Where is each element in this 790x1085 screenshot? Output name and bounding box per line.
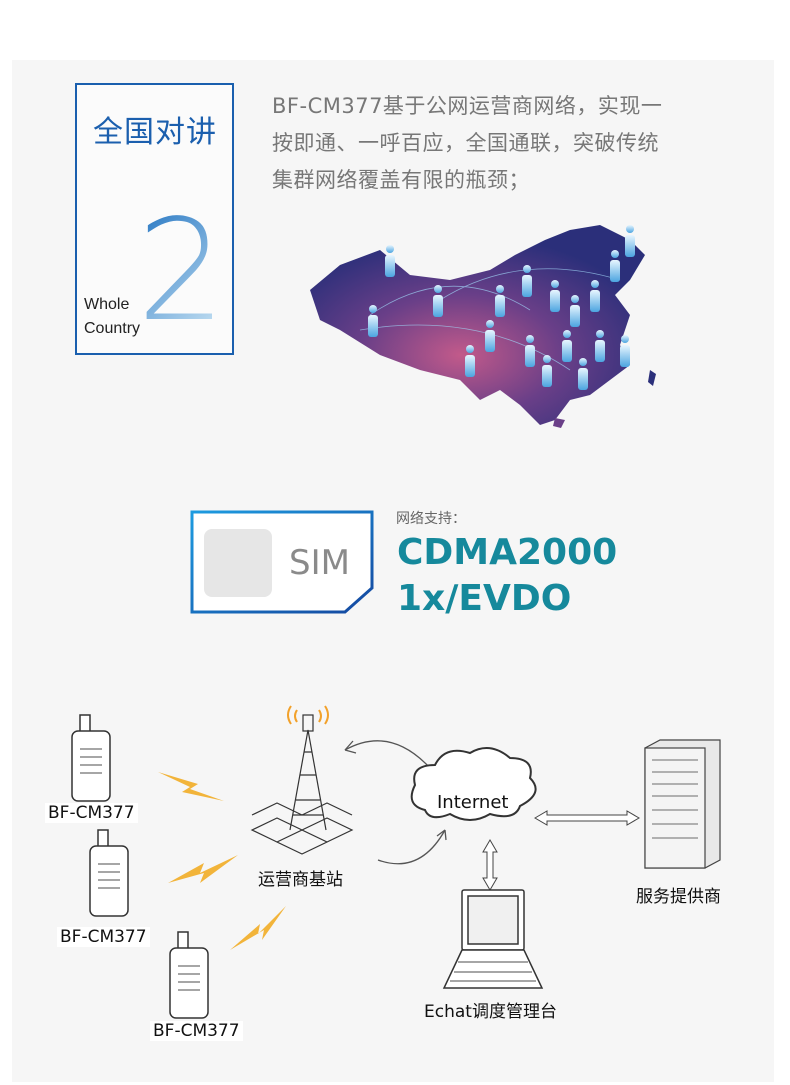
console-label: Echat调度管理台 xyxy=(424,1002,557,1022)
badge-english-line1: Whole xyxy=(84,296,130,313)
radio-label: BF-CM377 xyxy=(45,803,138,823)
network-line1: CDMA2000 xyxy=(397,532,618,573)
radio-icons xyxy=(71,714,209,1019)
laptop-icon xyxy=(442,889,544,989)
badge-english-line2: Country xyxy=(84,320,141,337)
network-support-label: 网络支持： xyxy=(396,511,466,527)
network-line2: 1x/EVDO xyxy=(397,578,572,619)
intro-line: BF-CM377基于公网运营商网络，实现一 xyxy=(272,94,663,118)
base-station-icon xyxy=(250,705,354,855)
sim-card-text: SIM xyxy=(289,543,350,583)
internet-label: Internet xyxy=(437,792,509,813)
internet-cloud-icon xyxy=(410,747,537,821)
feature-badge: 全国对讲 2 Whole Country xyxy=(75,83,234,355)
radio-label: BF-CM377 xyxy=(57,927,150,947)
intro-line: 按即通、一呼百应，全国通联，突破传统 xyxy=(272,131,659,155)
double-arrow-icon xyxy=(482,810,640,891)
intro-text: BF-CM377基于公网运营商网络，实现一 按即通、一呼百应，全国通联，突破传统… xyxy=(272,88,712,199)
badge-title: 全国对讲 xyxy=(93,115,217,150)
lightning-icons xyxy=(158,772,286,950)
badge-english: Whole Country xyxy=(84,293,140,341)
sim-card-icon xyxy=(190,510,374,614)
china-map-illustration xyxy=(310,225,656,428)
intro-line: 集群网络覆盖有限的瓶颈； xyxy=(272,168,530,192)
network-standards: CDMA2000 1x/EVDO xyxy=(397,530,617,622)
radio-label: BF-CM377 xyxy=(150,1021,243,1041)
server-icon xyxy=(644,739,721,869)
user-icons xyxy=(368,225,635,390)
server-label: 服务提供商 xyxy=(636,887,721,907)
base-station-label: 运营商基站 xyxy=(258,870,343,890)
sync-arrows-icon xyxy=(344,740,447,865)
badge-number: 2 xyxy=(136,190,226,353)
network-diagram xyxy=(71,705,721,1019)
